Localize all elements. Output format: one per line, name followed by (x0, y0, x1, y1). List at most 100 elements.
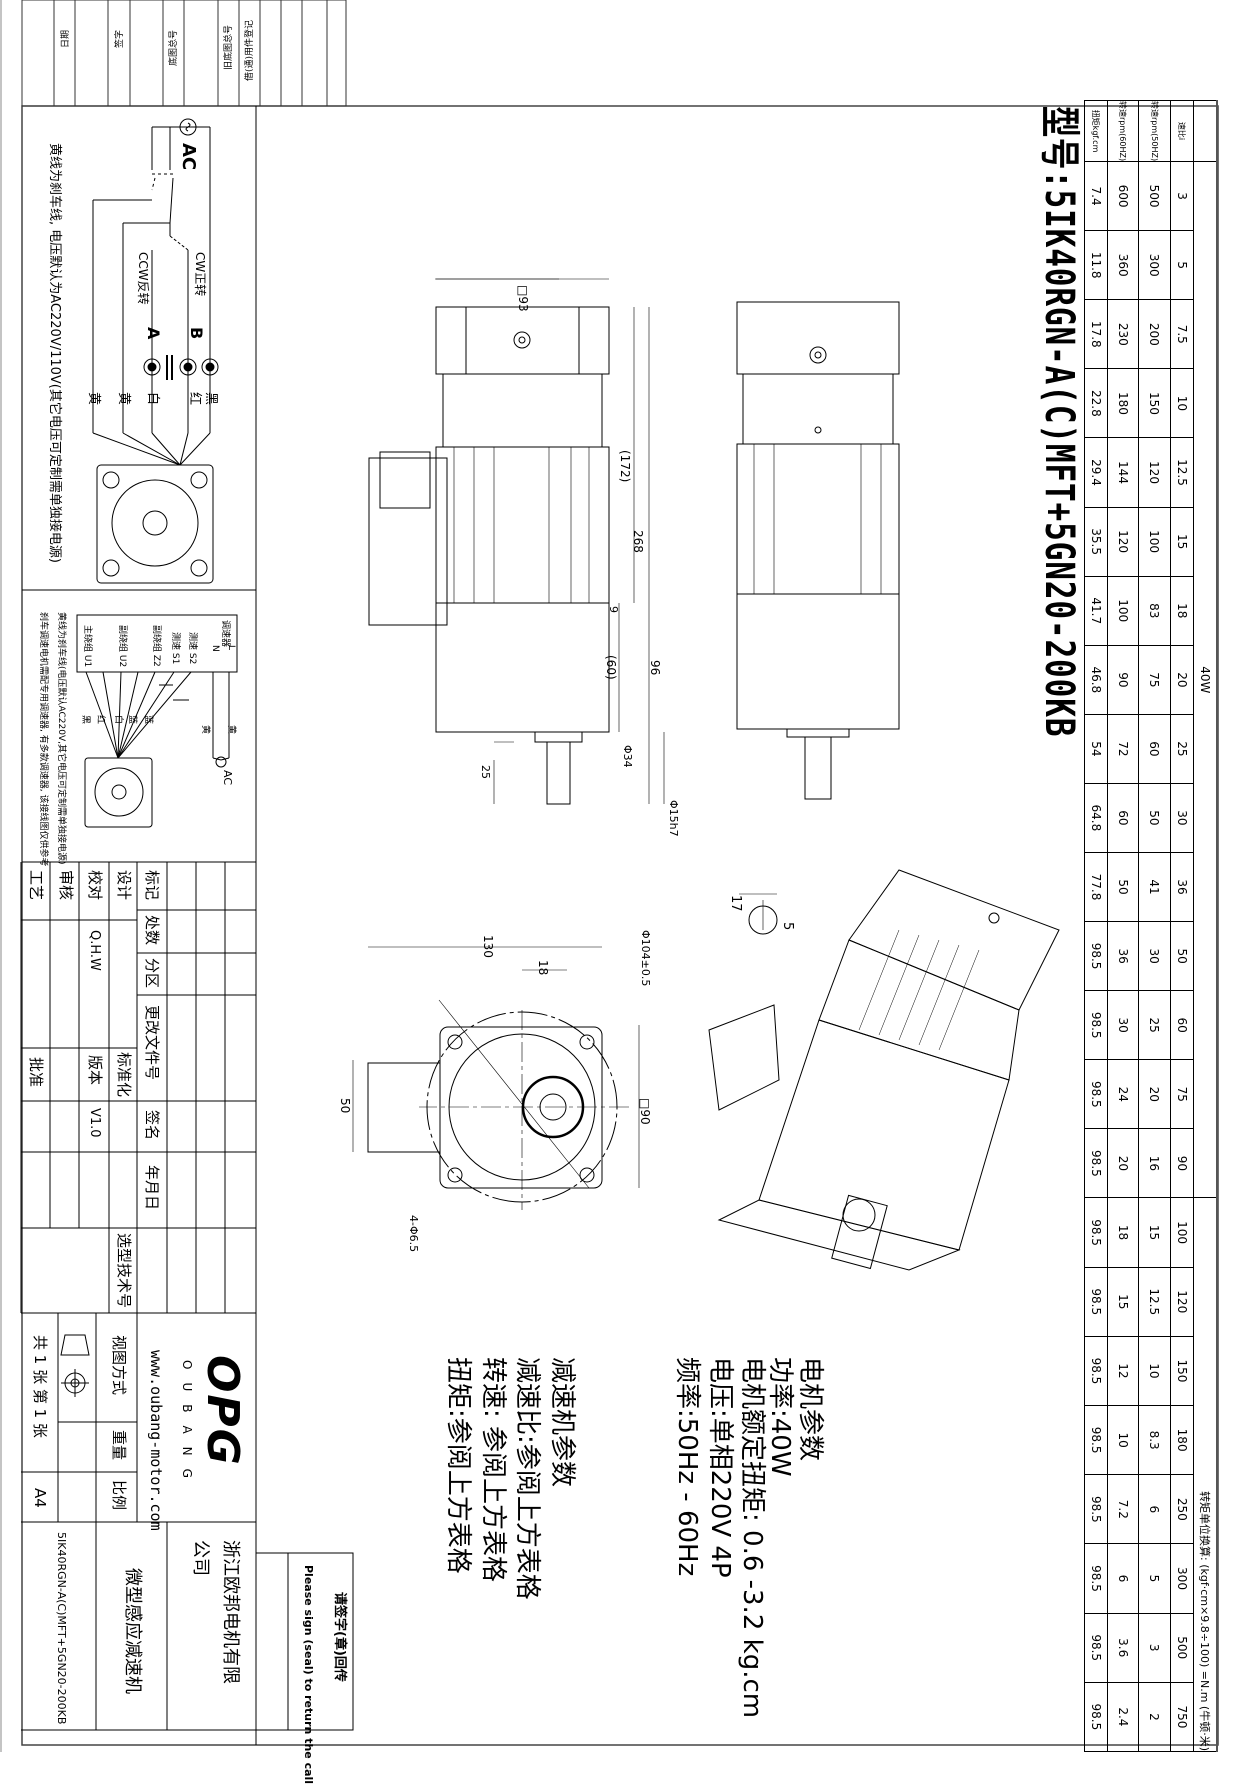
spec-cell: 30 (1138, 921, 1171, 991)
wiring1-ac: AC (178, 143, 199, 171)
wiring2-ac: AC (221, 770, 234, 786)
spec-cell: 25 (1170, 714, 1194, 784)
main-frame (21, 105, 1219, 1746)
spec-cell: 10 (1107, 1405, 1139, 1475)
tb-zone: 分区 (143, 958, 161, 989)
wire-color: 黑 (203, 392, 218, 406)
signoff-date: 日期 (61, 30, 71, 49)
spec-cell: 36 (1170, 852, 1194, 922)
spec-cell: 180 (1107, 368, 1139, 438)
spec-cell: 98.5 (1084, 1405, 1108, 1475)
dim-front-offset: 18 (536, 960, 550, 976)
spec-cell: 50 (1170, 921, 1194, 991)
isometric-view (708, 869, 1060, 1271)
spec-cell: 230 (1107, 299, 1139, 369)
motor-voltage: 电压:单相220V 4P (705, 1357, 735, 1578)
spec-cell: 144 (1107, 437, 1139, 508)
spec-cell: 41.7 (1084, 576, 1108, 646)
dim-front-holes: 4-Φ6.5 (407, 1215, 420, 1253)
wire-color: 白 (145, 392, 160, 406)
spec-header-blank (1193, 100, 1217, 162)
spec-cell: 46.8 (1084, 645, 1108, 715)
spec-cell: 98.5 (1084, 1543, 1108, 1614)
tb-version-label: 版本 (86, 1055, 104, 1086)
spec-cell: 6 (1138, 1474, 1171, 1544)
spec-cell: 150 (1170, 1336, 1194, 1406)
company-name-line1: 浙江欧邦电机有限 (220, 1540, 241, 1684)
spec-cell: 15 (1138, 1197, 1171, 1268)
wiring2-note1: 黄线为刹车线(电压默认AC220V,其它电压可定制需单独接电源) (56, 612, 66, 865)
spec-cell: 22.8 (1084, 368, 1108, 438)
spec-cell: 98.5 (1084, 1613, 1108, 1683)
spec-cell: 10 (1170, 368, 1194, 438)
dim-total: 268 (631, 530, 645, 553)
terminal: 测速 S1 (170, 632, 180, 665)
tb-mark: 标记 (143, 870, 161, 901)
company-website[interactable]: www.oubang-motor.com (147, 1350, 165, 1531)
gearbox-ratio: 减速比:参阅上方表格 (512, 1357, 542, 1600)
tb-selection-no: 选型技术号 (115, 1233, 133, 1309)
side-view-motor-1 (368, 278, 665, 805)
spec-cell: 15 (1170, 507, 1194, 577)
dim-shaft-len: 25 (479, 765, 492, 779)
wire-color: 黑 (80, 715, 90, 725)
spec-unit-note: 转矩单位换算: (kgf·cm×9.8÷100) =N.m (牛顿·米) (1193, 1197, 1217, 1752)
spec-cell: 64.8 (1084, 783, 1108, 853)
spec-cell: 120 (1170, 1267, 1194, 1337)
spec-cell: 25 (1138, 990, 1171, 1060)
signoff-base-no: 底图总号 (169, 30, 179, 67)
spec-cell: 300 (1170, 1543, 1194, 1614)
wiring-diagram-1 (92, 118, 219, 584)
spec-cell: 300 (1138, 230, 1171, 300)
company-name-line2: 公司 (190, 1540, 211, 1576)
dim-motor: (172) (618, 450, 632, 483)
spec-cell: 98.5 (1084, 1128, 1108, 1198)
signoff-sign: 签字 (115, 30, 125, 49)
tb-process: 工艺 (27, 870, 45, 901)
spec-row-label: 扭矩kgf.cm (1084, 100, 1108, 162)
spec-cell: 12.5 (1138, 1267, 1171, 1337)
terminal: N (210, 645, 220, 652)
spec-cell: 50 (1138, 783, 1171, 853)
spec-cell: 16 (1138, 1128, 1171, 1198)
tb-paper: A4 (31, 1488, 49, 1508)
spec-cell: 3 (1138, 1613, 1171, 1683)
wiring1-a: A (144, 327, 163, 340)
side-view-motor-2 (736, 301, 900, 800)
dim-gap: 9 (607, 606, 620, 613)
terminal: 副绕组 Z2 (151, 625, 161, 667)
controller-label: 调速器 (220, 620, 230, 648)
spec-cell: 98.5 (1084, 1267, 1108, 1337)
motor-power: 功率:40W (765, 1357, 795, 1477)
tb-view-method: 视图方式 (110, 1335, 128, 1396)
spec-cell: 72 (1107, 714, 1139, 784)
wiring2-note2: 刹车调速电机需配专用调速器, 有多款调速器, 该接线图仅供参考 (38, 612, 48, 867)
spec-cell: 360 (1107, 230, 1139, 300)
model-title: 型号:5IK40RGN-A(C)MFT+5GN20-200KB (1036, 106, 1082, 738)
spec-row-label: 转速rpm(60HZ) (1107, 100, 1139, 162)
spec-cell: 20 (1138, 1059, 1171, 1129)
spec-cell: 150 (1138, 368, 1171, 438)
tb-standardize: 标准化 (115, 1052, 133, 1098)
wiring1-ccw: CCW反转 (136, 252, 150, 305)
spec-cell: 500 (1170, 1613, 1194, 1683)
wire-color: 黄 (86, 392, 101, 406)
spec-cell: 98.5 (1084, 1197, 1108, 1268)
wire-color: 白 (113, 715, 123, 725)
company-logo: OPG (197, 1355, 248, 1467)
dim-boss: Φ34 (621, 745, 634, 768)
wire-color: 黄 (116, 392, 131, 406)
projection-symbol-icon (60, 1334, 90, 1397)
spec-cell: 60 (1138, 714, 1171, 784)
spec-cell: 54 (1084, 714, 1108, 784)
spec-cell: 120 (1138, 437, 1171, 508)
spec-cell: 35.5 (1084, 507, 1108, 577)
spec-cell: 3.6 (1107, 1613, 1139, 1683)
spec-cell: 5 (1138, 1543, 1171, 1614)
spec-cell: 200 (1138, 299, 1171, 369)
spec-cell: 98.5 (1084, 1336, 1108, 1406)
spec-cell: 100 (1170, 1197, 1194, 1268)
spec-cell: 98.5 (1084, 1059, 1108, 1129)
